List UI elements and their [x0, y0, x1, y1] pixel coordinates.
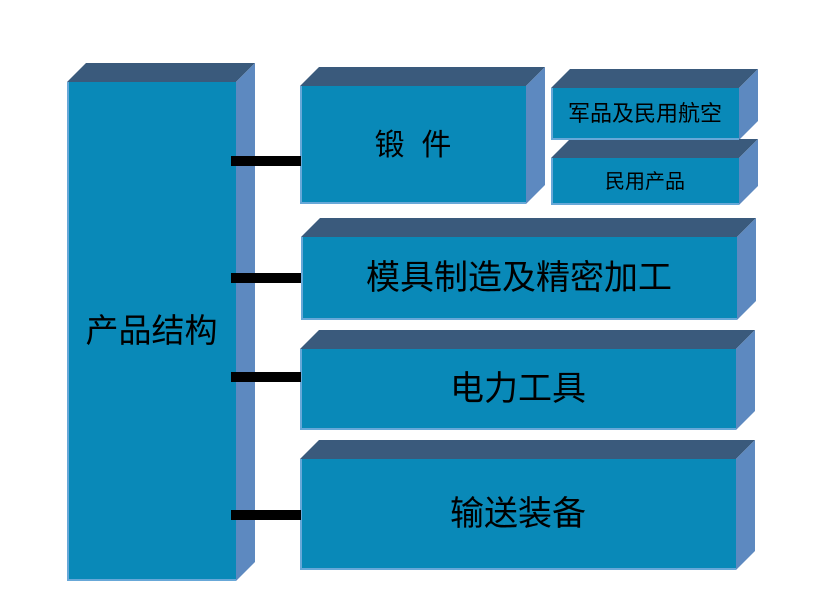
- node-forgings: 锻 件: [300, 67, 545, 204]
- node-conveying-equipment-side-face: [736, 440, 755, 570]
- connector-1: [231, 156, 301, 166]
- node-civil-products: 民用产品: [551, 139, 758, 205]
- node-conveying-equipment-label: 输送装备: [450, 494, 586, 533]
- node-civil-products-label: 民用产品: [605, 170, 685, 193]
- node-power-tools-front-face: 电力工具: [300, 349, 736, 430]
- node-product-structure-label: 产品结构: [85, 312, 218, 350]
- node-military-civil-aviation-front-face: 军品及民用航空: [551, 88, 739, 140]
- node-product-structure-front-face: 产品结构: [67, 82, 236, 581]
- node-product-structure-top-face: [67, 63, 255, 82]
- node-mold-precision-machining-side-face: [737, 218, 756, 320]
- node-military-civil-aviation: 军品及民用航空: [551, 69, 758, 140]
- connector-4: [231, 510, 301, 520]
- node-product-structure: 产品结构: [67, 63, 255, 581]
- node-conveying-equipment-top-face: [300, 440, 755, 459]
- node-civil-products-front-face: 民用产品: [551, 158, 739, 205]
- node-civil-products-top-face: [551, 139, 758, 158]
- node-conveying-equipment-front-face: 输送装备: [300, 459, 736, 570]
- node-power-tools-top-face: [300, 330, 755, 349]
- node-forgings-side-face: [526, 67, 545, 204]
- node-forgings-top-face: [300, 67, 545, 86]
- node-conveying-equipment: 输送装备: [300, 440, 755, 570]
- node-product-structure-side-face: [236, 63, 255, 581]
- connector-2: [231, 273, 301, 283]
- node-power-tools-side-face: [736, 330, 755, 430]
- node-mold-precision-machining: 模具制造及精密加工: [301, 218, 756, 320]
- node-power-tools: 电力工具: [300, 330, 755, 430]
- node-mold-precision-machining-top-face: [301, 218, 756, 237]
- connector-3: [231, 372, 301, 382]
- node-power-tools-label: 电力工具: [450, 369, 586, 408]
- node-mold-precision-machining-front-face: 模具制造及精密加工: [301, 237, 737, 320]
- node-military-civil-aviation-top-face: [551, 69, 758, 88]
- node-forgings-front-face: 锻 件: [300, 86, 526, 204]
- node-mold-precision-machining-label: 模具制造及精密加工: [366, 258, 672, 297]
- node-forgings-label: 锻 件: [374, 128, 452, 162]
- node-military-civil-aviation-label: 军品及民用航空: [567, 100, 722, 126]
